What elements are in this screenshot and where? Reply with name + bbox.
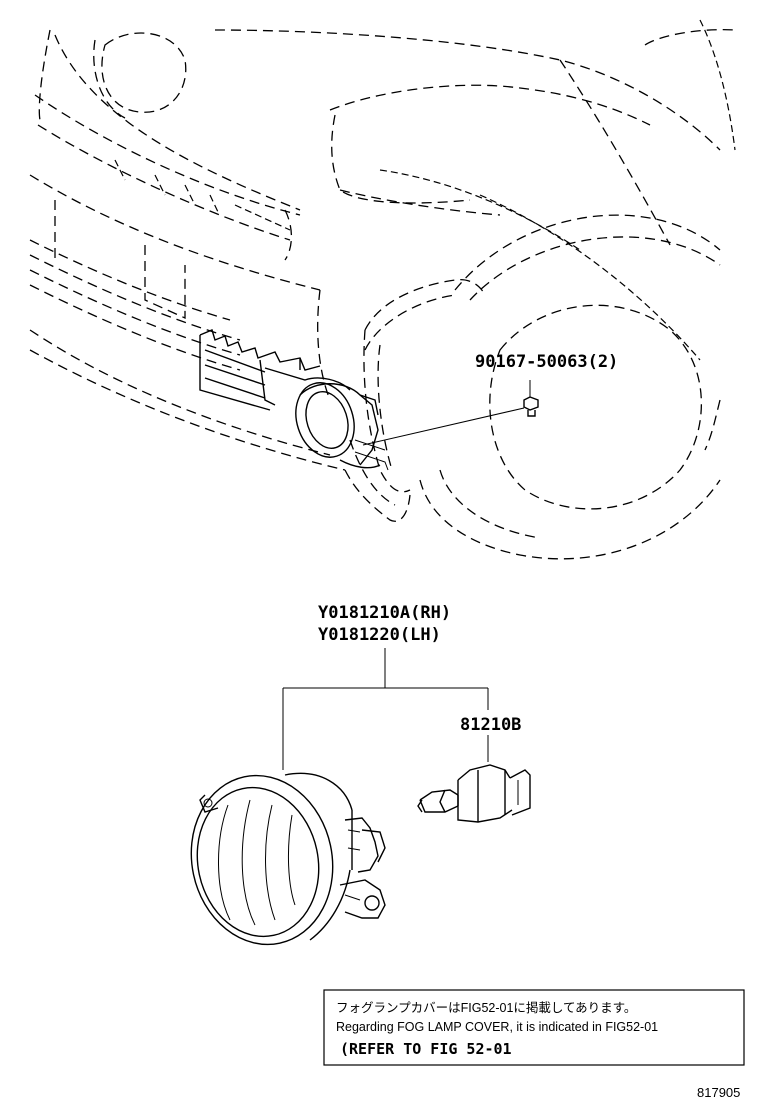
lamp-lh-part-number: Y0181220(LH) <box>318 625 441 645</box>
installed-lamp-bracket <box>199 329 351 411</box>
note-line-english: Regarding FOG LAMP COVER, it is indicate… <box>336 1020 658 1034</box>
lamp-rh-part-number: Y0181210A(RH) <box>318 603 451 623</box>
fog-bulb <box>417 764 531 823</box>
note-line-reference: (REFER TO FIG 52-01 <box>340 1040 512 1058</box>
lamp-leader-lines <box>282 648 489 770</box>
bolt-part <box>362 380 539 446</box>
installed-fog-lamp <box>295 382 389 471</box>
note-line-japanese: フォグランプカバーはFIG52-01に掲載してあります。 <box>336 1000 636 1015</box>
bulb-part-number: 81210B <box>460 715 521 735</box>
grille-slots <box>114 159 291 231</box>
fog-lamp-assembly <box>190 772 386 946</box>
note-box <box>323 989 745 1066</box>
car-body-outline <box>29 19 736 560</box>
figure-number: 817905 <box>697 1085 740 1100</box>
bolt-part-number: 90167-50063(2) <box>475 352 618 372</box>
